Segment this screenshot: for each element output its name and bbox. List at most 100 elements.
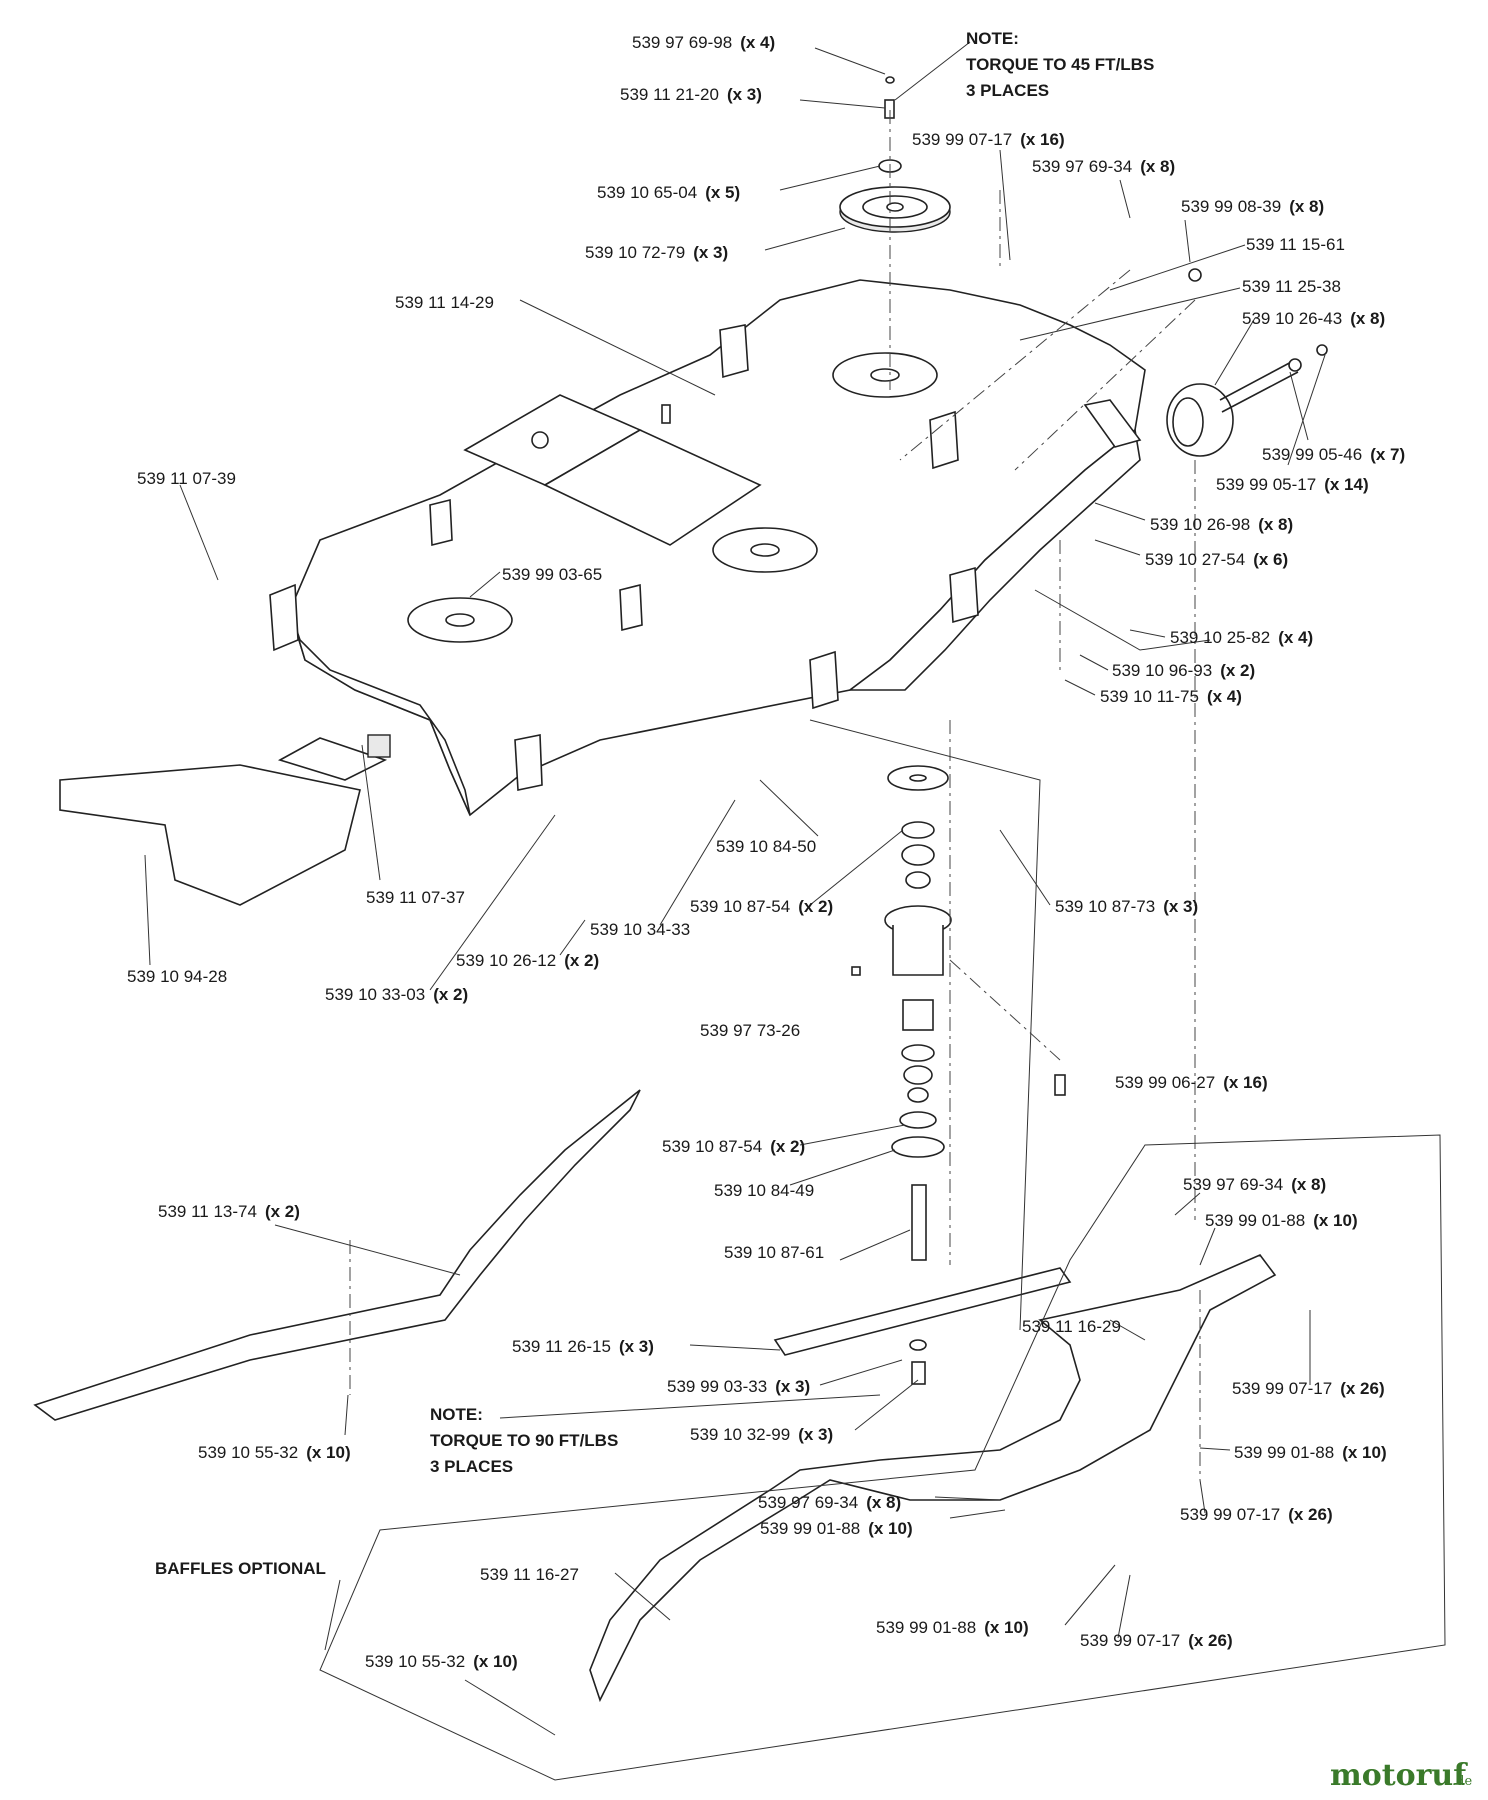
part-label: 539 99 01-88 (x 10) bbox=[760, 1519, 913, 1538]
note-bottom-line-2: TORQUE TO 90 FT/LBS bbox=[430, 1431, 618, 1450]
part-number: 539 10 55-32 bbox=[365, 1652, 465, 1671]
part-label: 539 97 69-34(x 8) bbox=[758, 1493, 901, 1512]
part-quantity: (x 10) bbox=[868, 1519, 912, 1538]
assembly-lines bbox=[349, 110, 1201, 1480]
part-label: 539 10 26-12 (x 2) bbox=[456, 951, 599, 970]
baffles-optional-note: BAFFLES OPTIONAL bbox=[155, 1559, 326, 1578]
part-quantity: (x 14) bbox=[1324, 475, 1368, 494]
part-number: 539 10 94-28 bbox=[127, 967, 227, 986]
part-number: 539 10 87-54 bbox=[690, 897, 790, 916]
part-number: 539 99 01-88 bbox=[1205, 1211, 1305, 1230]
part-quantity: (x 5) bbox=[705, 183, 740, 202]
part-number: 539 10 33-03 bbox=[325, 985, 425, 1004]
part-label: 539 10 55-32(x 10) bbox=[365, 1652, 518, 1671]
part-label: 539 10 94-28 bbox=[127, 967, 227, 986]
part-number: 539 11 26-15 bbox=[512, 1337, 611, 1356]
part-quantity: (x 26) bbox=[1288, 1505, 1332, 1524]
part-label: 539 10 26-43 (x 8) bbox=[1242, 309, 1385, 328]
part-number: 539 99 01-88 bbox=[760, 1519, 860, 1538]
note-top-line-1: NOTE: bbox=[966, 29, 1019, 48]
part-number: 539 10 65-04 bbox=[597, 183, 697, 202]
part-number: 539 97 69-98 bbox=[632, 33, 732, 52]
part-label: 539 10 87-54(x 2) bbox=[662, 1137, 805, 1156]
part-label: 539 10 84-49 bbox=[714, 1181, 814, 1200]
baffles bbox=[33, 1089, 1277, 1703]
leader-lines bbox=[144, 41, 1326, 1736]
part-number: 539 99 03-65 bbox=[502, 565, 602, 584]
part-number: 539 11 15-61 bbox=[1246, 235, 1345, 254]
part-quantity: (x 2) bbox=[433, 985, 468, 1004]
part-number: 539 10 55-32 bbox=[198, 1443, 298, 1462]
part-quantity: (x 26) bbox=[1188, 1631, 1232, 1650]
spindle-stack bbox=[773, 765, 1072, 1385]
part-number: 539 11 07-37 bbox=[366, 888, 465, 907]
part-number: 539 11 14-29 bbox=[395, 293, 494, 312]
part-number: 539 10 87-73 bbox=[1055, 897, 1155, 916]
part-quantity: (x 8) bbox=[1258, 515, 1293, 534]
part-label: 539 99 07-17(x 26) bbox=[1232, 1379, 1385, 1398]
part-label: 539 11 26-15(x 3) bbox=[512, 1337, 654, 1356]
logo-text: motoruf bbox=[1330, 1758, 1468, 1793]
part-number: 539 11 25-38 bbox=[1242, 277, 1341, 296]
part-quantity: (x 10) bbox=[306, 1443, 350, 1462]
part-number: 539 99 06-27 bbox=[1115, 1073, 1215, 1092]
part-number: 539 10 25-82 bbox=[1170, 628, 1270, 647]
torque-note-top: NOTE: TORQUE TO 45 FT/LBS 3 PLACES bbox=[966, 29, 1154, 100]
part-quantity: (x 16) bbox=[1020, 130, 1064, 149]
part-label: 539 10 84-50 bbox=[716, 837, 816, 856]
part-number: 539 11 16-27 bbox=[480, 1565, 579, 1584]
discharge-chute bbox=[59, 734, 391, 906]
part-label: 539 99 08-39(x 8) bbox=[1181, 197, 1324, 216]
part-label: 539 11 25-38 bbox=[1242, 277, 1341, 296]
part-label: 539 97 73-26 bbox=[700, 1021, 800, 1040]
part-label: 539 11 14-29 bbox=[395, 293, 494, 312]
part-number: 539 10 84-50 bbox=[716, 837, 816, 856]
part-label: 539 97 69-98(x 4) bbox=[632, 33, 775, 52]
part-quantity: (x 8) bbox=[1350, 309, 1385, 328]
part-label: 539 10 72-79(x 3) bbox=[585, 243, 728, 262]
part-label: 539 10 87-54(x 2) bbox=[690, 897, 833, 916]
part-number: 539 10 87-54 bbox=[662, 1137, 762, 1156]
part-label: 539 99 01-88(x 10) bbox=[876, 1618, 1029, 1637]
part-label: 539 10 65-04 (x 5) bbox=[597, 183, 740, 202]
top-pulley-stack bbox=[839, 76, 951, 233]
part-number: 539 10 26-43 bbox=[1242, 309, 1342, 328]
part-label: 539 11 21-20(x 3) bbox=[620, 85, 762, 104]
part-number: 539 10 26-12 bbox=[456, 951, 556, 970]
part-quantity: (x 8) bbox=[1289, 197, 1324, 216]
part-label: 539 97 69-34(x 8) bbox=[1032, 157, 1175, 176]
note-top-line-2: TORQUE TO 45 FT/LBS bbox=[966, 55, 1154, 74]
part-number: 539 97 73-26 bbox=[700, 1021, 800, 1040]
part-label: 539 99 03-33(x 3) bbox=[667, 1377, 810, 1396]
note-bottom-line-1: NOTE: bbox=[430, 1405, 483, 1424]
part-label: 539 97 69-34(x 8) bbox=[1183, 1175, 1326, 1194]
part-label: 539 99 07-17(x 26) bbox=[1180, 1505, 1333, 1524]
part-number: 539 11 16-29 bbox=[1022, 1317, 1121, 1336]
part-label: 539 10 55-32 (x 10) bbox=[198, 1443, 351, 1462]
part-quantity: (x 2) bbox=[564, 951, 599, 970]
part-number: 539 11 13-74 bbox=[158, 1202, 257, 1221]
part-label: 539 10 34-33 bbox=[590, 920, 690, 939]
gauge-wheel bbox=[1166, 268, 1328, 457]
part-number: 539 10 34-33 bbox=[590, 920, 690, 939]
grouping-boxes bbox=[319, 589, 1446, 1781]
part-quantity: (x 4) bbox=[1207, 687, 1242, 706]
part-labels: 539 97 69-98(x 4)539 11 21-20(x 3)539 99… bbox=[127, 33, 1405, 1671]
part-label: 539 99 06-27(x 16) bbox=[1115, 1073, 1268, 1092]
part-number: 539 10 26-98 bbox=[1150, 515, 1250, 534]
part-label: 539 10 87-61 bbox=[724, 1243, 824, 1262]
part-number: 539 10 84-49 bbox=[714, 1181, 814, 1200]
part-label: 539 10 26-98 (x 8) bbox=[1150, 515, 1293, 534]
torque-note-bottom: NOTE: TORQUE TO 90 FT/LBS 3 PLACES bbox=[430, 1405, 618, 1476]
part-number: 539 97 69-34 bbox=[758, 1493, 858, 1512]
part-label: 539 11 13-74(x 2) bbox=[158, 1202, 300, 1221]
part-number: 539 99 05-17 bbox=[1216, 475, 1316, 494]
part-quantity: (x 26) bbox=[1340, 1379, 1384, 1398]
part-label: 539 99 07-17(x 26) bbox=[1080, 1631, 1233, 1650]
part-quantity: (x 3) bbox=[775, 1377, 810, 1396]
part-number: 539 10 11-75 bbox=[1100, 687, 1199, 706]
part-label: 539 11 07-39 bbox=[137, 469, 236, 488]
part-number: 539 97 69-34 bbox=[1183, 1175, 1283, 1194]
part-label: 539 10 33-03 (x 2) bbox=[325, 985, 468, 1004]
